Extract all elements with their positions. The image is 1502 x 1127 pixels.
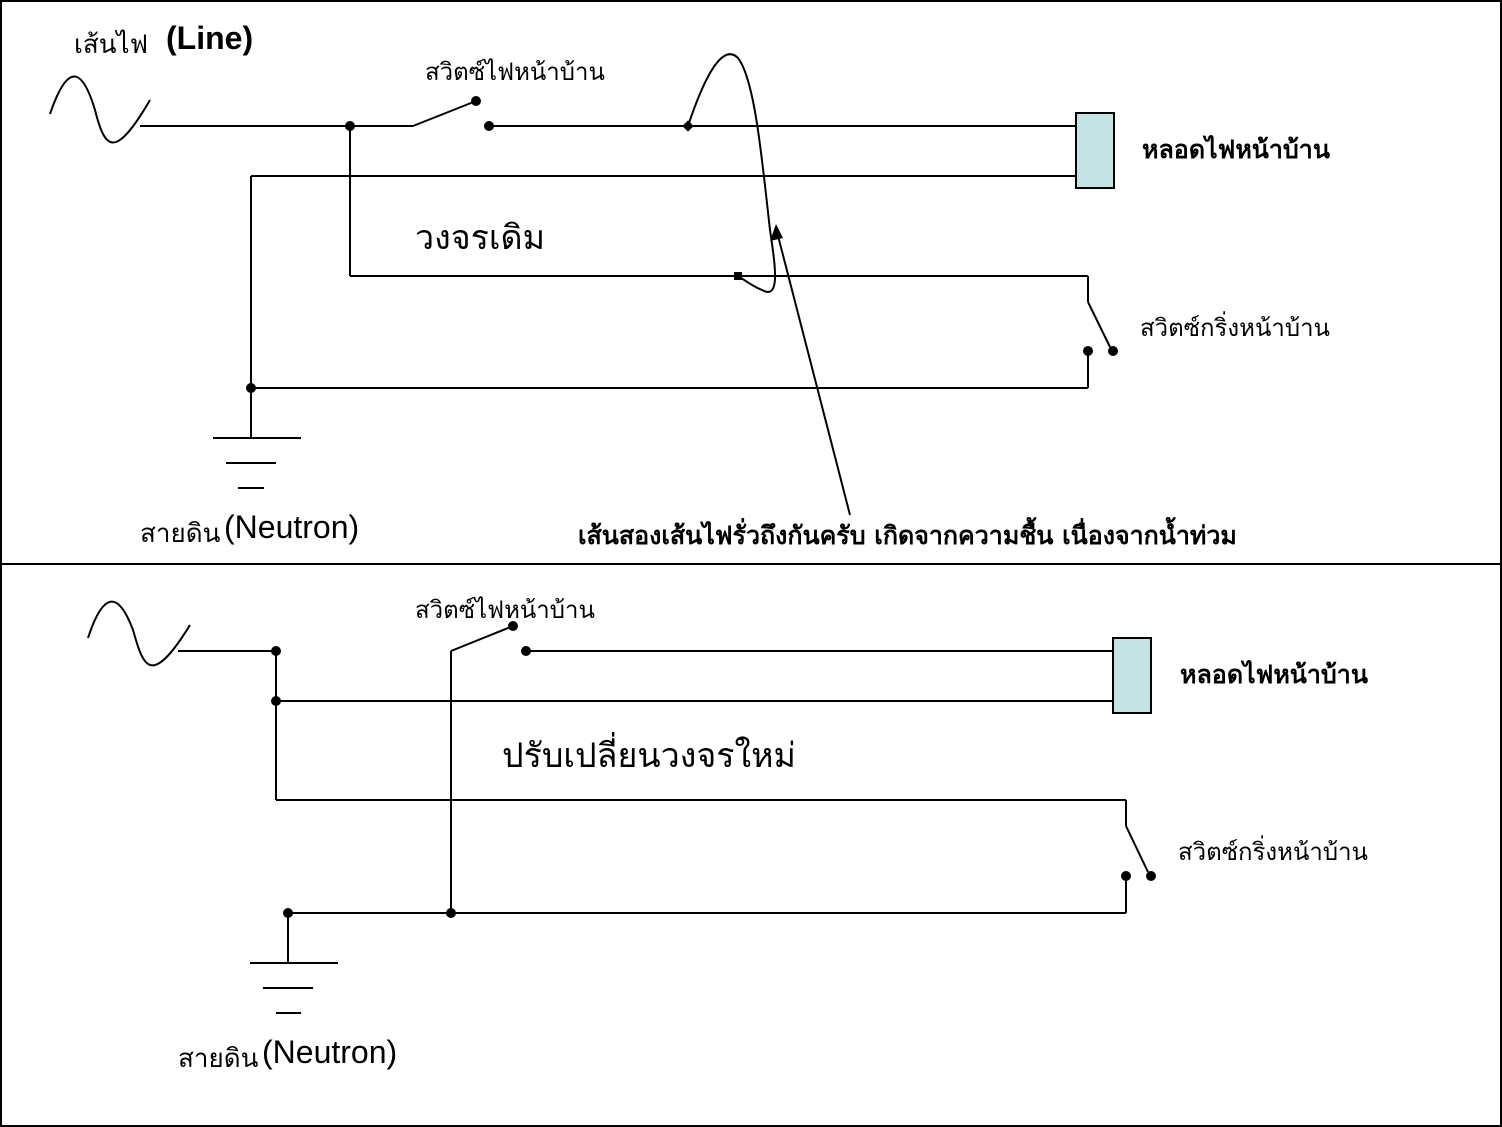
ground-label-en: (Neutron) [262, 1034, 398, 1070]
ground-label-th: สายดิน [140, 519, 221, 549]
light-switch-blade [450, 625, 514, 652]
leak-point-marker [734, 272, 742, 280]
switch-contact-dot [521, 646, 531, 656]
top-circuit [49, 53, 1111, 516]
bottom-junctions [271, 621, 1156, 918]
line-label-en: (Line) [166, 20, 254, 56]
light-switch-blade [412, 100, 477, 127]
lamp-label: หลอดไฟหน้าบ้าน [1142, 135, 1330, 164]
junction-dot [271, 646, 281, 656]
circuit-title-new: ปรับเปลี่ยนวงจรใหม่ [502, 736, 796, 776]
light-switch-label: สวิตซ์ไฟหน้าบ้าน [425, 58, 605, 86]
junction-dot [246, 383, 256, 393]
bell-contact-dot [1108, 346, 1118, 356]
junction-dot [271, 696, 281, 706]
ground-label-th: สายดิน [178, 1044, 259, 1074]
leakage-path [687, 53, 776, 293]
bottom-circuit [87, 600, 1149, 1014]
junction-dot [345, 121, 355, 131]
bell-switch-blade [1087, 301, 1111, 348]
bell-contact-dot [1146, 871, 1156, 881]
ac-source-icon [87, 600, 191, 667]
bell-switch-blade [1125, 825, 1149, 873]
junction-dot [446, 908, 456, 918]
top-junctions [246, 96, 1118, 393]
junction-dot [283, 908, 293, 918]
leak-point-marker [682, 120, 694, 132]
top-lamp [1075, 112, 1115, 189]
line-label-th: เส้นไฟ [74, 30, 149, 60]
switch-contact-dot [484, 121, 494, 131]
bell-switch-label: สวิตซ์กริ่งหน้าบ้าน [1178, 838, 1368, 866]
circuit-title-original: วงจรเดิม [415, 218, 545, 258]
switch-contact-dot [508, 621, 518, 631]
ground-label-en: (Neutron) [224, 509, 360, 545]
leak-note: เส้นสองเส้นไฟรั่วถึงกันครับ เกิดจากความช… [578, 521, 1237, 550]
lamp-label: หลอดไฟหน้าบ้าน [1180, 660, 1368, 689]
bell-contact-dot [1121, 871, 1131, 881]
light-switch-label: สวิตซ์ไฟหน้าบ้าน [415, 596, 595, 624]
leak-arrow-head [770, 224, 783, 241]
bell-switch-label: สวิตซ์กริ่งหน้าบ้าน [1140, 314, 1330, 342]
bottom-lamp [1112, 637, 1152, 714]
switch-contact-dot [471, 96, 481, 106]
ac-source-icon [49, 75, 151, 144]
leak-arrow-shaft [775, 227, 851, 516]
bell-contact-dot [1083, 346, 1093, 356]
